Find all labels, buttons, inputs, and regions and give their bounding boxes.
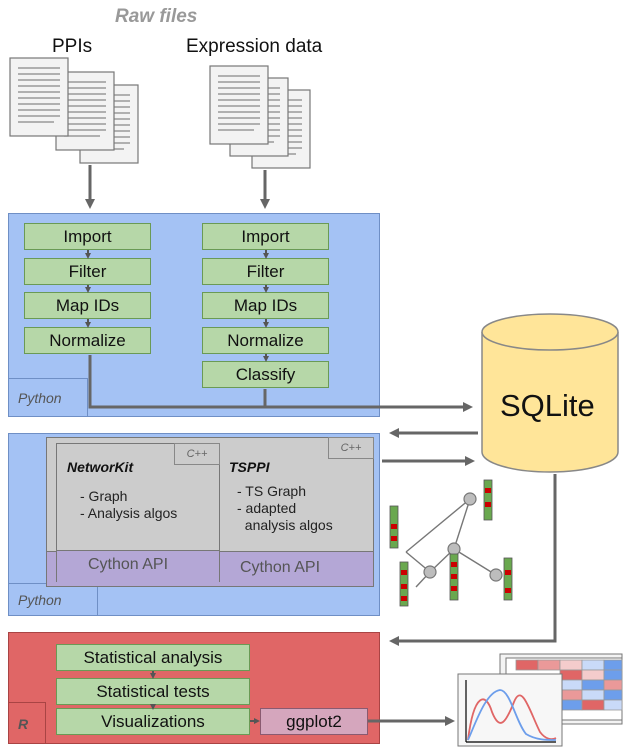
tsppi-cpp-tag: C++ — [328, 437, 374, 459]
networkit-title: NetworKit — [67, 459, 134, 475]
tsppi-item-ts-graph: - TS Graph — [237, 483, 306, 499]
expression-data-label: Expression data — [186, 36, 323, 57]
expr-map-ids-step: Map IDs — [202, 292, 329, 319]
sqlite-label: SQLite — [500, 388, 595, 423]
ppi-normalize-step: Normalize — [24, 327, 151, 354]
expr-normalize-step: Normalize — [202, 327, 329, 354]
tsppi-item-analysis-algos: analysis algos — [237, 517, 333, 533]
python-corner-label: Python — [8, 378, 88, 417]
tsppi-title: TSPPI — [229, 459, 270, 475]
sqlite-database-icon — [481, 313, 619, 473]
networkit-item-graph: - Graph — [80, 488, 128, 504]
cython-api-right-label: Cython API — [240, 559, 321, 576]
ppi-import-step: Import — [24, 223, 151, 250]
networkit-item-analysis: - Analysis algos — [80, 505, 178, 521]
expr-classify-step: Classify — [202, 361, 329, 388]
output-plots-icon — [457, 653, 623, 747]
network-graph-icon — [389, 479, 513, 607]
r-corner-label: R — [8, 702, 46, 744]
cython-bar-left — [56, 551, 220, 582]
ggplot2-box: ggplot2 — [260, 708, 368, 735]
cython-api-left-label: Cython API — [88, 556, 169, 573]
ppi-map-ids-step: Map IDs — [24, 292, 151, 319]
raw-files-title: Raw files — [115, 6, 198, 27]
expr-import-step: Import — [202, 223, 329, 250]
ppis-label: PPIs — [52, 36, 93, 57]
ppi-filter-step: Filter — [24, 258, 151, 285]
visualizations-step: Visualizations — [56, 708, 250, 735]
networkit-cpp-tag: C++ — [174, 443, 220, 465]
statistical-analysis-step: Statistical analysis — [56, 644, 250, 671]
tsppi-item-adapted: - adapted — [237, 500, 297, 516]
